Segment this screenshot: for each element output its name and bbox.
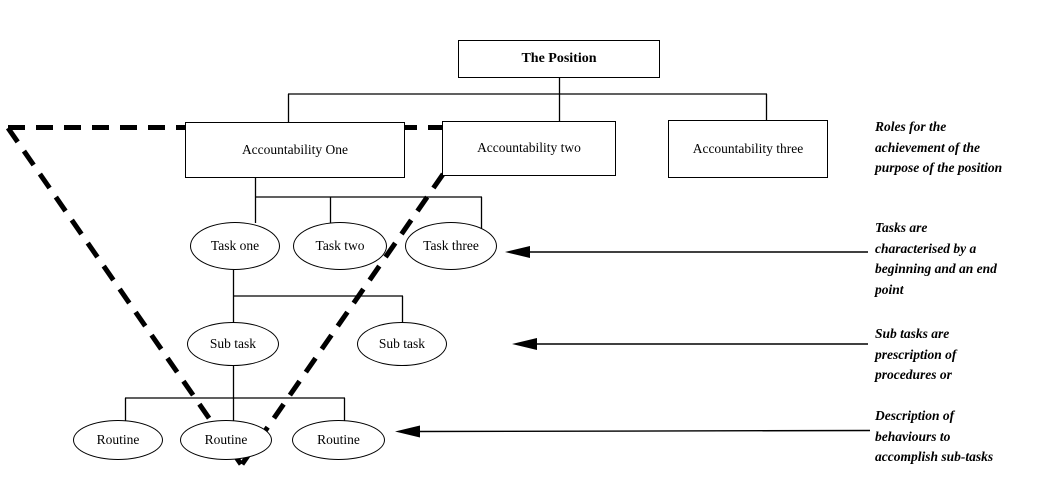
annotation-tasks-line: Tasks are (875, 220, 928, 235)
node-sub-task-2: Sub task (357, 322, 447, 366)
arrow-tasks (505, 246, 868, 258)
node-the-position-label: The Position (521, 51, 597, 67)
annotation-roles-line: achievement of the (875, 139, 980, 155)
annotation-tasks-line: beginning and an end (875, 261, 997, 276)
node-the-position: The Position (458, 40, 660, 78)
annotation-routines-line: accomplish sub-tasks (875, 449, 994, 464)
node-task-two: Task two (293, 222, 387, 270)
node-accountability-two: Accountability two (442, 121, 616, 176)
annotation-tasks: Tasks are characterised by a beginning a… (875, 218, 1055, 300)
node-task-two-label: Task two (315, 237, 365, 253)
annotation-roles-line: purpose of the position (875, 160, 1003, 175)
node-task-one: Task one (190, 222, 280, 270)
annotation-tasks-line: point (875, 281, 904, 297)
annotation-routines-line: Description of (875, 408, 955, 423)
arrow-subtasks (512, 338, 868, 350)
annotation-subtasks-line: procedures or (875, 367, 952, 382)
node-routine-3: Routine (292, 420, 385, 460)
annotation-roles-line: Roles for the (875, 119, 947, 134)
node-sub-task-1-label: Sub task (209, 335, 257, 351)
annotation-subtasks-line: prescription of (875, 346, 957, 362)
node-sub-task-2-label: Sub task (378, 335, 426, 351)
node-accountability-three: Accountability three (668, 120, 828, 178)
annotation-tasks-line: characterised by a (875, 240, 977, 256)
dashed-triangle (5, 125, 478, 472)
annotation-arrows (395, 246, 871, 438)
node-accountability-two-label: Accountability two (477, 140, 581, 156)
node-sub-task-1: Sub task (187, 322, 279, 366)
node-accountability-one-label: Accountability One (241, 141, 349, 157)
annotation-subtasks: Sub tasks are prescription of procedures… (875, 324, 1055, 386)
annotation-roles: Roles for the achievement of the purpose… (875, 117, 1055, 179)
node-routine-2-label: Routine (204, 431, 248, 447)
node-task-three: Task three (405, 222, 497, 270)
node-accountability-three-label: Accountability three (692, 140, 804, 156)
node-task-one-label: Task one (210, 237, 260, 253)
tree-connectors (124, 78, 768, 422)
annotation-routines-line: behaviours to (875, 428, 951, 444)
annotation-subtasks-line: Sub tasks are (875, 326, 950, 341)
node-routine-1: Routine (73, 420, 163, 460)
arrow-routines (395, 425, 871, 438)
annotation-routines: Description of behaviours to accomplish … (875, 406, 1055, 468)
node-routine-1-label: Routine (96, 431, 140, 447)
node-routine-2: Routine (180, 420, 272, 460)
node-accountability-one: Accountability One (185, 122, 405, 178)
node-routine-3-label: Routine (317, 431, 360, 447)
node-task-three-label: Task three (423, 237, 479, 253)
